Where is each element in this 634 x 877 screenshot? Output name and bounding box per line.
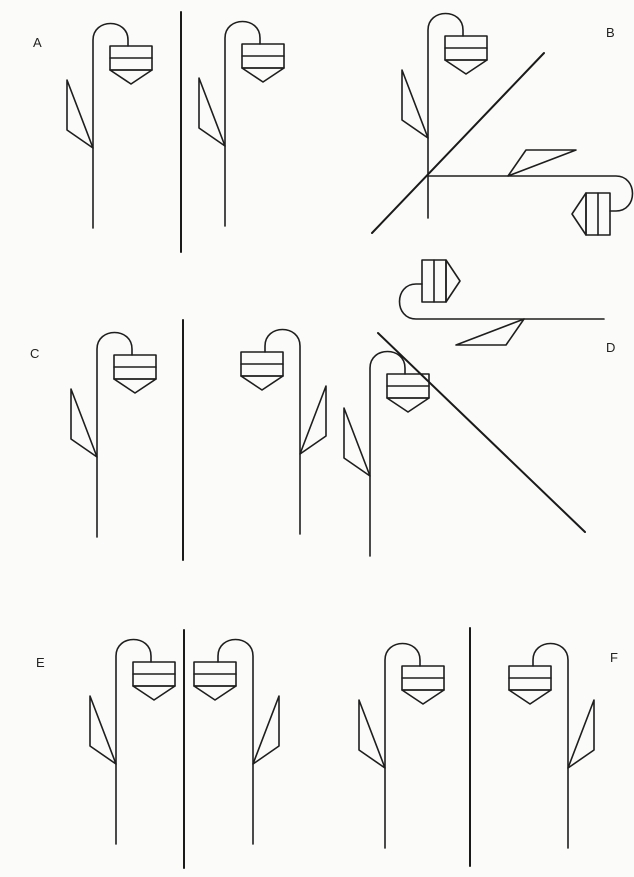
panel-e-original-flower bbox=[90, 640, 175, 845]
panel-f-original-flower bbox=[359, 644, 444, 849]
panel-e bbox=[90, 630, 279, 868]
panel-e-reflected-flower bbox=[194, 640, 279, 845]
panel-d-mirror-line bbox=[378, 333, 585, 532]
panel-d-reflected-flower bbox=[400, 260, 605, 345]
panel-c-reflected-flower bbox=[241, 330, 326, 535]
panel-f-reflected-flower bbox=[509, 644, 594, 849]
panel-d bbox=[344, 260, 604, 556]
panel-b-reflected-flower bbox=[428, 150, 633, 235]
panel-b-mirror-line bbox=[372, 53, 544, 233]
panel-b bbox=[372, 14, 633, 236]
panel-d-original-flower bbox=[344, 352, 429, 557]
panel-c-original-flower bbox=[71, 333, 156, 538]
panel-a-original-flower bbox=[67, 24, 152, 229]
panel-f bbox=[359, 628, 594, 866]
panel-a-reflected-flower bbox=[199, 22, 284, 227]
panel-a bbox=[67, 12, 284, 252]
panel-c bbox=[71, 320, 326, 560]
